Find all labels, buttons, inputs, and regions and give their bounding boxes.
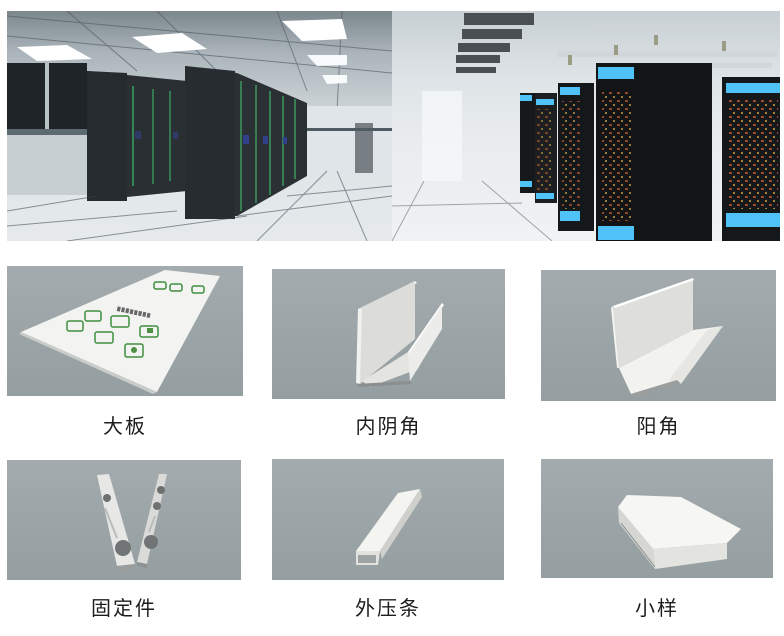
product-image-fixing-brackets — [7, 460, 241, 580]
product-image-sample — [541, 459, 773, 578]
product-label-large-panel: 大板 — [103, 414, 147, 438]
product-label-sample: 小样 — [635, 596, 679, 620]
sample-illustration — [618, 495, 741, 569]
fixing-brackets-illustration — [97, 474, 167, 572]
outer-corner-illustration — [611, 278, 723, 398]
server-room-photo-right — [392, 11, 780, 241]
product-image-outer-corner — [541, 270, 776, 401]
product-label-fixing-brackets: 固定件 — [91, 596, 157, 620]
large-panel-illustration: █ █ █ █ █ █ █ █ — [19, 270, 220, 394]
product-label-inner-corner: 内阴角 — [355, 414, 422, 438]
product-label-outer-strip: 外压条 — [355, 596, 421, 620]
product-label-outer-corner: 阳角 — [636, 414, 681, 438]
server-room-left-illustration — [7, 11, 392, 241]
product-image-inner-corner — [272, 269, 505, 399]
product-image-outer-strip — [272, 459, 504, 580]
product-image-large-panel: █ █ █ █ █ █ █ █ — [7, 266, 243, 396]
outer-strip-illustration — [356, 489, 422, 565]
inner-corner-illustration — [356, 281, 444, 387]
server-room-photo-left — [7, 11, 392, 241]
server-room-right-illustration — [392, 13, 780, 241]
